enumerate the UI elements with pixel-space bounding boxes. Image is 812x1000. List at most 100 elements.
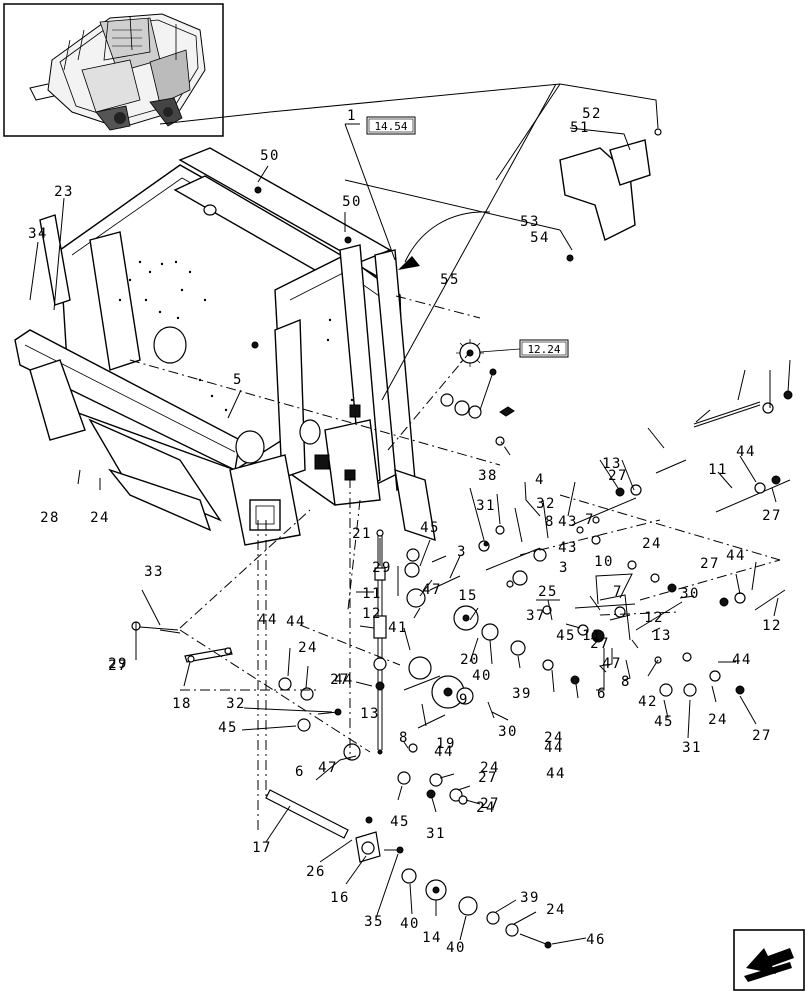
callout-label: 27 (608, 468, 628, 484)
callout-label: 45 (420, 520, 440, 536)
callout-label: 11 (362, 586, 382, 602)
callout-label: 11 (708, 462, 728, 478)
callout-label: 47 (422, 582, 442, 598)
baler-thumbnail-illustration (29, 13, 206, 131)
callout-label: 29 (372, 560, 392, 576)
callout-label: 47 (602, 656, 622, 672)
callout-label: 5 (233, 372, 243, 388)
callout-label: 45 (390, 814, 410, 830)
callout-label: 27 (108, 658, 128, 674)
callout-label: 32 (536, 496, 556, 512)
callout-label: 44 (732, 652, 752, 668)
callout-label: 24 (642, 536, 662, 552)
callout-label: 15 (458, 588, 478, 604)
callout-label: 44 (434, 744, 454, 760)
callout-label: 21 (352, 526, 372, 542)
ref-box-12-24: 12.24 (479, 339, 569, 358)
baler-thumbnail-inset (3, 3, 224, 137)
callout-label: 20 (460, 652, 480, 668)
callout-label: 51 (570, 120, 590, 136)
callout-label: 25 (538, 584, 558, 600)
callout-label: 26 (306, 864, 326, 880)
callout-label: 9 (459, 692, 469, 708)
callout-label: 6 (295, 764, 305, 780)
callout-label: 40 (472, 668, 492, 684)
arrow-left-icon (746, 948, 794, 974)
callout-label: 39 (520, 890, 540, 906)
main-frame-assembly (14, 147, 436, 546)
callout-label: 24 (476, 800, 496, 816)
ref-box-14-54-text: 14.54 (374, 120, 407, 133)
callout-label: 8 (545, 514, 555, 530)
callout-label: 12 (362, 606, 382, 622)
callout-label: 45 (654, 714, 674, 730)
callout-label: 44 (546, 766, 566, 782)
callout-label: 24 (298, 640, 318, 656)
lower-left-arm (131, 621, 233, 663)
construction-lines (129, 295, 781, 830)
callout-label: 29 (108, 656, 128, 672)
arrow-curve (404, 211, 491, 263)
callout-label: 24 (546, 902, 566, 918)
callout-label: 6 (597, 686, 607, 702)
callout-label: 13 (602, 456, 622, 472)
callout-label: 37 (526, 608, 546, 624)
callout-label: 46 (586, 932, 606, 948)
callout-label: 7 (585, 512, 595, 528)
callout-label: 50 (260, 148, 280, 164)
callout-label: 4 (535, 472, 545, 488)
callout-label: 42 (638, 694, 658, 710)
callout-label: 44 (726, 548, 746, 564)
callout-label: 39 (512, 686, 532, 702)
callout-label: 52 (582, 106, 602, 122)
callout-label: 54 (530, 230, 550, 246)
callout-label: 23 (54, 184, 74, 200)
callout-label: 43 (558, 514, 578, 530)
arrow-head-icon (398, 256, 420, 270)
callout-label: 55 (440, 272, 460, 288)
callout-label: 19 (436, 736, 456, 752)
callout-label: 27 (330, 672, 350, 688)
callout-label: 38 (478, 468, 498, 484)
callout-label: 44 (334, 672, 354, 688)
callout-label: 44 (736, 444, 756, 460)
callout-label: 45 (556, 628, 576, 644)
callout-label: 8 (621, 674, 631, 690)
lower-shaft-assembly (265, 789, 552, 949)
callout-label: 40 (446, 940, 466, 956)
callout-label: 41 (388, 620, 408, 636)
callout-label: 7 (613, 584, 623, 600)
callout-label: 50 (342, 194, 362, 210)
ref-box-12-24-text: 12.24 (527, 343, 560, 356)
callout-label: 27 (762, 508, 782, 524)
leader-lines (29, 83, 791, 945)
callout-label: 10 (594, 554, 614, 570)
page-navigation-icon[interactable] (733, 929, 805, 991)
callout-label: 27 (480, 796, 500, 812)
callout-label: 24 (90, 510, 110, 526)
callout-label: 44 (286, 614, 306, 630)
callout-label: 43 (558, 540, 578, 556)
callout-label: 1 (347, 108, 357, 124)
callout-label: 31 (682, 740, 702, 756)
callout-label: 24 (708, 712, 728, 728)
callout-label: 27 (478, 770, 498, 786)
callout-label: 33 (144, 564, 164, 580)
callout-label: 44 (258, 612, 278, 628)
callout-label: 53 (520, 214, 540, 230)
callout-label: 27 (700, 556, 720, 572)
callout-label: 34 (28, 226, 48, 242)
callout-label: 11 (582, 628, 602, 644)
callout-label: 8 (399, 730, 409, 746)
callout-label: 18 (172, 696, 192, 712)
callout-label: 47 (318, 760, 338, 776)
callout-label: 14 (422, 930, 442, 946)
callout-label: 30 (498, 724, 518, 740)
callout-label: 3 (457, 544, 467, 560)
callout-label: 35 (364, 914, 384, 930)
callout-label: 13 (652, 628, 672, 644)
callout-label: 17 (252, 840, 272, 856)
linkage-parts (478, 390, 793, 697)
